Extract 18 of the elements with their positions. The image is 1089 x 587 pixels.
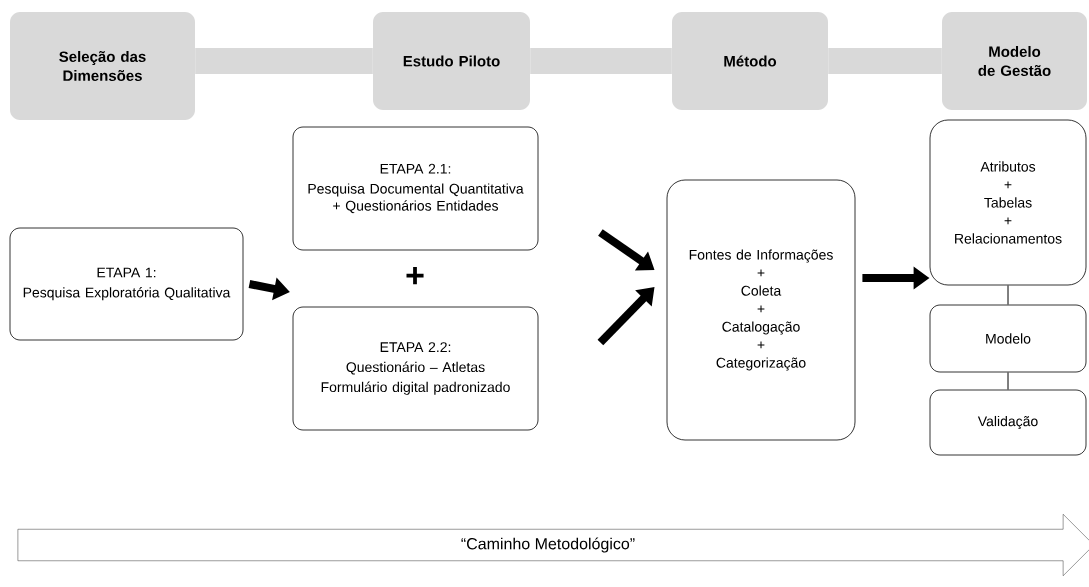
process-box: Atributos + Tabelas + Relacionamentos [929,119,1087,286]
process-box: ETAPA 2.1: Pesquisa Documental Quantitativa + Questionários Entidades [292,126,539,251]
connector-band [828,48,942,74]
stage-header: Estudo Piloto [373,12,530,110]
process-box: Fontes de Informações + Coleta + Catalogação + Categorização [666,179,856,441]
process-box: Modelo [929,304,1087,373]
connector-band [195,48,373,74]
connector-band [530,48,672,74]
connector-line [1007,284,1009,306]
stage-header: Seleção das Dimensões [10,12,195,120]
plus-sign: + [406,267,424,285]
process-box: Validação [929,389,1087,456]
stage-header: Método [672,12,828,110]
connector-line [1007,371,1009,391]
block-arrow [597,287,655,346]
process-box: ETAPA 1: Pesquisa Exploratória Qualitativa [9,227,244,341]
stage-header: Modelo de Gestão [942,12,1087,110]
process-box: ETAPA 2.2: Questionário – Atletas Formulário digital padronizado [292,306,539,431]
